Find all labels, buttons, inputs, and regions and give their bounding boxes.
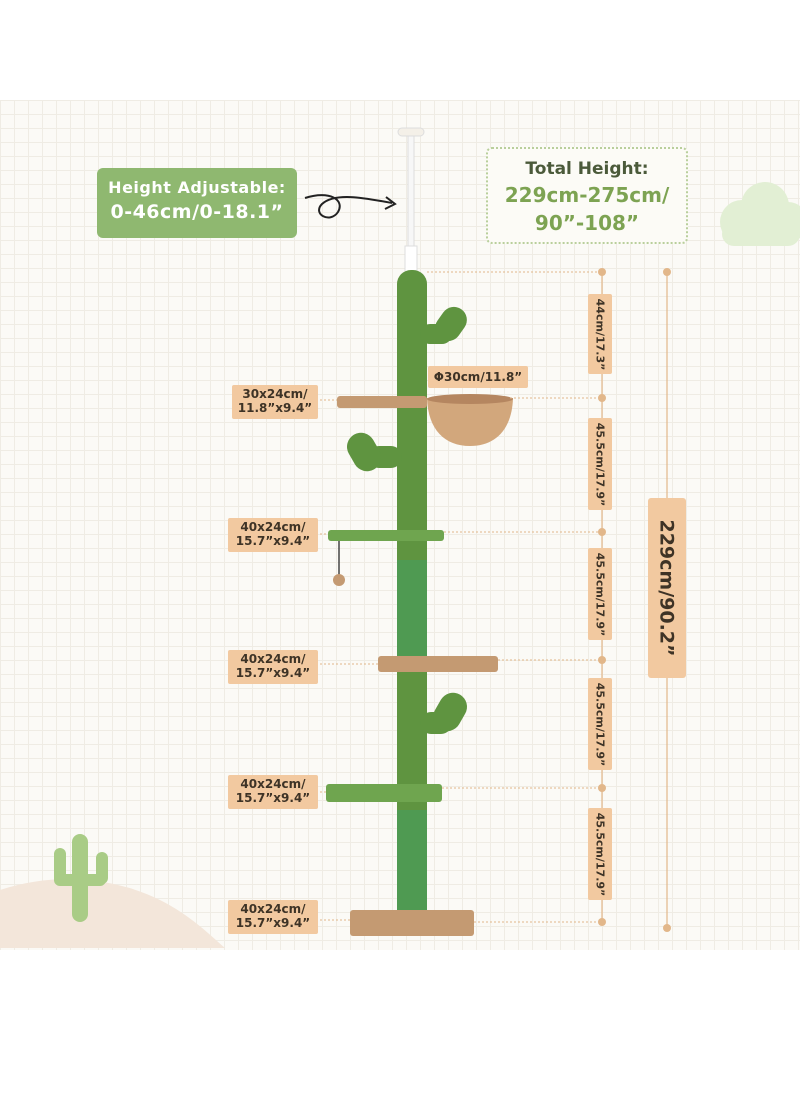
- platform-3-size-cm: 40x24cm/: [240, 652, 306, 666]
- platform-2-size-cm: 40x24cm/: [240, 520, 306, 534]
- total-height-label: Total Height:: [525, 159, 649, 179]
- cactus-arm-top: [420, 306, 467, 344]
- segment-5-text: 45.5cm/17.9”: [593, 812, 607, 896]
- segment-1-text: 44cm/17.3”: [593, 298, 607, 370]
- total-height-callout: Total Height: 229cm-275cm/ 90”-108”: [486, 147, 688, 244]
- platform-4-size-cm: 40x24cm/: [240, 777, 306, 791]
- platform-1-size-in: 11.8”x9.4”: [237, 401, 313, 415]
- dimension-guides: [320, 271, 600, 923]
- sisal-wrap-upper: [397, 560, 427, 658]
- platform-1-size-cm: 30x24cm/: [242, 387, 308, 401]
- platform-3-size-in: 15.7”x9.4”: [235, 666, 311, 680]
- platform-4-size-in: 15.7”x9.4”: [235, 791, 311, 805]
- curved-arrow-icon: [304, 194, 393, 219]
- sisal-wrap-lower: [397, 810, 427, 910]
- platform-3-size-tag: 40x24cm/ 15.7”x9.4”: [228, 650, 318, 684]
- base-size-cm: 40x24cm/: [240, 902, 306, 916]
- segment-1-tag: 44cm/17.3”: [588, 294, 612, 374]
- small-cactus-decoration: [54, 834, 108, 922]
- segment-2-tag: 45.5cm/17.9”: [588, 418, 612, 510]
- overall-height-tag: 229cm/90.2”: [648, 498, 686, 678]
- ceiling-pad: [397, 127, 425, 137]
- total-height-line1: 229cm-275cm/: [504, 183, 670, 207]
- platform-2-size-tag: 40x24cm/ 15.7”x9.4”: [228, 518, 318, 552]
- height-adjustable-callout: Height Adjustable: 0-46cm/0-18.1”: [97, 168, 297, 238]
- platform-1-size-tag: 30x24cm/ 11.8”x9.4”: [232, 385, 318, 419]
- segment-2-text: 45.5cm/17.9”: [593, 422, 607, 506]
- base-size-tag: 40x24cm/ 15.7”x9.4”: [228, 900, 318, 934]
- platform-4: [326, 784, 442, 802]
- basket-diameter-tag: Φ30cm/11.8”: [428, 366, 528, 388]
- overall-height-text: 229cm/90.2”: [656, 519, 678, 657]
- segment-4-tag: 45.5cm/17.9”: [588, 678, 612, 770]
- height-adjustable-label: Height Adjustable:: [108, 178, 286, 197]
- segment-3-text: 45.5cm/17.9”: [593, 552, 607, 636]
- segment-4-text: 45.5cm/17.9”: [593, 682, 607, 766]
- platform-1: [337, 396, 427, 408]
- platform-3: [378, 656, 498, 672]
- pom-pom-toy-icon: [333, 574, 345, 586]
- height-adjustable-value: 0-46cm/0-18.1”: [110, 201, 284, 223]
- platform-2: [328, 530, 444, 541]
- total-height-line2: 90”-108”: [534, 211, 640, 235]
- base-platform: [350, 910, 474, 936]
- segment-3-tag: 45.5cm/17.9”: [588, 548, 612, 640]
- segment-5-tag: 45.5cm/17.9”: [588, 808, 612, 900]
- platform-4-size-tag: 40x24cm/ 15.7”x9.4”: [228, 775, 318, 809]
- segment-dots: [598, 268, 671, 932]
- sand-hill: [0, 879, 225, 948]
- cloud-decoration: [720, 182, 800, 246]
- base-size-in: 15.7”x9.4”: [235, 916, 311, 930]
- basket: [427, 398, 513, 446]
- cactus-arm-lower: [420, 692, 467, 734]
- platform-2-size-in: 15.7”x9.4”: [235, 534, 311, 548]
- cactus-arm-left: [347, 432, 402, 472]
